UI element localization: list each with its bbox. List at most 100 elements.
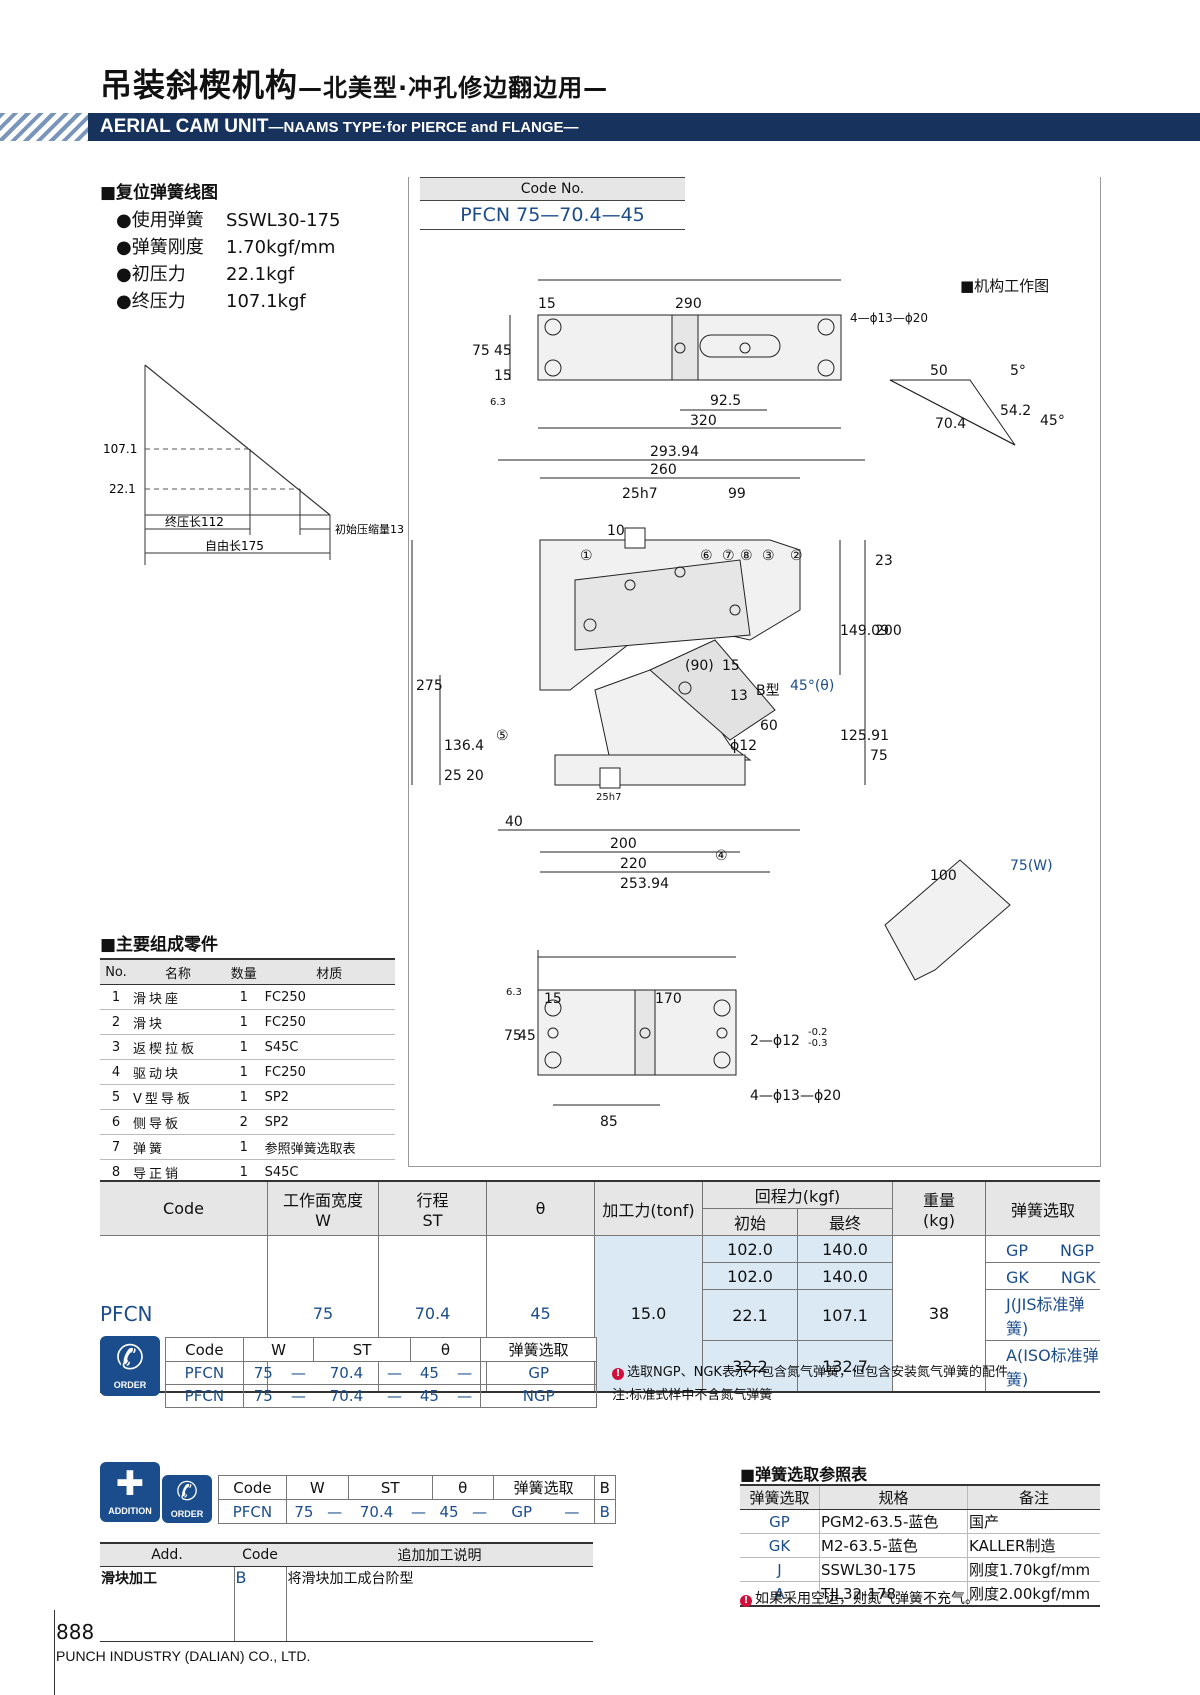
addition-icon-label: ADDITION — [108, 1506, 152, 1516]
spec-value: SSWL30-175 — [226, 210, 341, 231]
cell: — — [378, 1361, 411, 1385]
technical-drawing: 15 290 4—ϕ13—ϕ20 75 45 15 6.3 92.5 320 2… — [411, 279, 1065, 1130]
cell: J — [740, 1557, 820, 1582]
parts-heading: ■主要组成零件 — [100, 935, 219, 955]
addition-order-icon: ✆ ORDER — [162, 1475, 212, 1523]
addition-order-table: Code W ST θ 弹簧选取 B PFCN 75 — 70.4 — 45 —… — [218, 1475, 617, 1524]
dim-text: 200 — [610, 836, 637, 852]
col: Add. — [100, 1542, 234, 1567]
side-view-base — [554, 754, 746, 786]
table-row: PFCN 75 70.4 45 15.0 102.0 140.0 38 GP N… — [100, 1235, 1100, 1393]
warning-icon: ! — [612, 1368, 624, 1380]
cell: 弹簧 — [132, 1134, 224, 1160]
table-row: 22.1 107.1 J(JIS标准弹簧) — [100, 1289, 1100, 1341]
cell: 参照弹簧选取表 — [263, 1134, 395, 1160]
h-stroke-symbol: ST — [422, 1211, 443, 1230]
dim-text: 253.94 — [620, 876, 669, 892]
cell: — — [448, 1361, 481, 1385]
spec-value: 1.70kgf/mm — [226, 237, 336, 258]
dim-text: 85 — [600, 1114, 618, 1130]
cell: 45 — [410, 1384, 449, 1408]
cell: 1 — [224, 1084, 264, 1110]
cell-spring: GP NGP — [985, 1235, 1100, 1263]
cell: 将滑块加工成台阶型 — [286, 1566, 593, 1642]
pin — [639, 1027, 651, 1039]
dim-text: 75 — [504, 1028, 522, 1044]
dim-text: 60 — [760, 718, 778, 734]
dim-text: 25h7 — [596, 792, 621, 803]
dim-text: 200 — [875, 623, 902, 639]
addition-icon: ✚ ADDITION — [100, 1462, 160, 1522]
cell: 70.4 — [348, 1499, 405, 1524]
spring-ref-note: !如果采用空运，则氮气弹簧不充气。 — [740, 1588, 979, 1608]
spec-label: ●终压力 — [116, 291, 186, 312]
graph-spring-line — [144, 364, 331, 516]
table-row: 102.0 140.0 GK NGK — [100, 1262, 1100, 1290]
table-row: 32.2 132.7 A(ISO标准弹簧) — [100, 1340, 1100, 1393]
col: 规格 — [819, 1484, 968, 1510]
cell-init: 102.0 — [702, 1262, 798, 1290]
hole — [713, 999, 731, 1017]
cell: GP — [740, 1509, 820, 1534]
cell: — — [320, 1499, 349, 1524]
cell: TJL32-178 — [819, 1581, 968, 1607]
spring-ref-header: 弹簧选取 规格 备注 — [740, 1484, 1100, 1510]
col: ST — [313, 1337, 411, 1362]
cell: — — [282, 1361, 314, 1385]
work-drawing-heading: ■机构工作图 — [960, 277, 1050, 295]
code-number-value: PFCN 75—70.4—45 — [460, 204, 645, 226]
side-view-key — [624, 527, 646, 549]
cell: 1 — [100, 984, 132, 1010]
cell: 1 — [224, 1059, 264, 1085]
dim-text: 5° — [1010, 363, 1026, 379]
h-code: Code — [100, 1180, 268, 1236]
cell-force: 15.0 — [594, 1235, 703, 1393]
h-width-symbol: W — [315, 1211, 331, 1230]
cell: M2-63.5-蓝色 — [819, 1533, 968, 1558]
dim-text: 54.2 — [1000, 403, 1031, 419]
h-init: 初始 — [702, 1208, 798, 1236]
cell: GP — [480, 1361, 597, 1385]
dim-text: 6.3 — [490, 397, 506, 408]
bottom-view-slot — [634, 989, 656, 1076]
side-view-plate — [574, 559, 751, 651]
col: 弹簧选取 — [492, 1475, 595, 1500]
dim-text: 20 — [466, 768, 484, 784]
cell: S45C — [263, 1034, 395, 1060]
graph-y-final: 107.1 — [103, 442, 137, 456]
h-stroke-label: 行程 — [416, 1191, 449, 1210]
cell: KALLER制造 — [967, 1533, 1100, 1558]
dim-text: 149.09 — [840, 623, 889, 639]
dim-text: 170 — [655, 991, 682, 1007]
hole — [713, 1051, 731, 1069]
cell: 75 — [243, 1384, 283, 1408]
hole — [544, 318, 562, 336]
cell-init: 102.0 — [702, 1235, 798, 1263]
cell: V型导板 — [132, 1084, 224, 1110]
dim-text: 15 — [544, 991, 562, 1007]
cell: NGP — [480, 1384, 597, 1408]
dim-text: 75(W) — [1010, 858, 1053, 874]
spec-subheader-row: 初始 最终 — [100, 1208, 1100, 1236]
dim-text: 2—ϕ12 — [750, 1033, 800, 1049]
drawing-frame-bottom — [408, 1166, 1101, 1167]
footer-rule — [54, 1610, 55, 1695]
company-name: PUNCH INDUSTRY (DALIAN) CO., LTD. — [56, 1648, 311, 1664]
graph-y-initial: 22.1 — [109, 482, 136, 496]
banner-main: AERIAL CAM UNIT — [100, 116, 269, 137]
col: 弹簧选取 — [480, 1337, 597, 1362]
dim-text: 45° — [1040, 413, 1065, 429]
cell: 75 — [286, 1499, 321, 1524]
cell: 1 — [224, 1134, 264, 1160]
cell-spring: J(JIS标准弹簧) — [985, 1289, 1100, 1341]
balloon: ② — [790, 548, 803, 564]
addition-header-row: Code W ST θ 弹簧选取 B — [218, 1475, 617, 1500]
cell-final: 140.0 — [797, 1235, 893, 1263]
spring-ref-note-text: 如果采用空运，则氮气弹簧不充气。 — [755, 1591, 979, 1607]
dim-text: 4—ϕ13—ϕ20 — [850, 311, 928, 325]
